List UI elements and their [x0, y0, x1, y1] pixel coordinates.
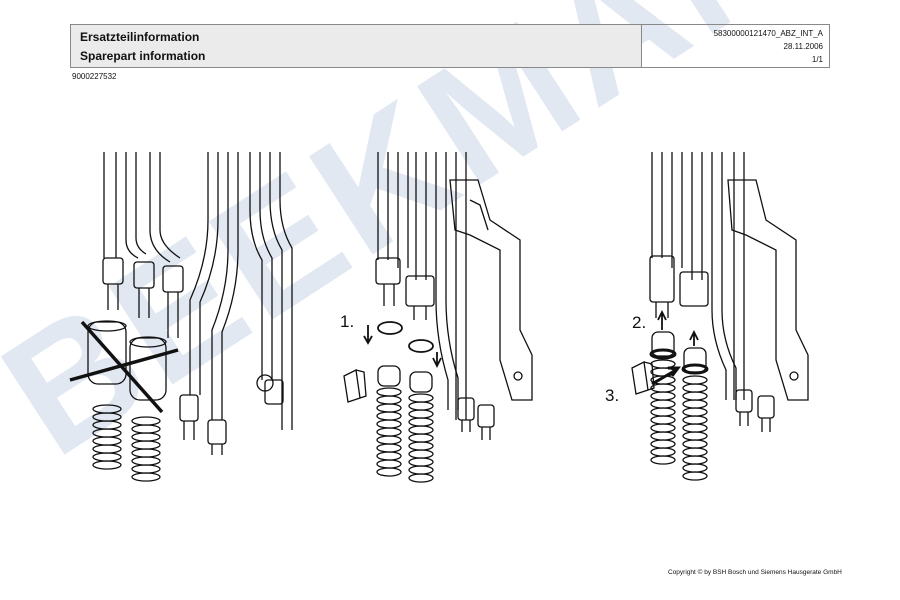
- step-1-label: 1.: [340, 312, 355, 331]
- coiled-tube-right: [682, 375, 708, 481]
- header-box: Ersatzteilinformation Sparepart informat…: [70, 24, 830, 68]
- title-german: Ersatzteilinformation: [80, 30, 200, 44]
- step-2-label: 2.: [632, 313, 647, 332]
- page-number: 1/1: [811, 55, 823, 64]
- document-date: 28.11.2006: [783, 42, 823, 51]
- header-meta-cell: 58300000121470_ABZ_INT_A 28.11.2006 1/1: [642, 25, 829, 67]
- panel-1-old-connectors: [69, 152, 293, 482]
- copyright-notice: Copyright © by BSH Bosch und Siemens Hau…: [668, 569, 842, 576]
- coiled-tube-right: [408, 393, 434, 483]
- coiled-tube-left: [650, 359, 676, 465]
- coiled-tube-left: [376, 387, 402, 477]
- part-number: 9000227532: [72, 72, 117, 81]
- title-english: Sparepart information: [80, 49, 206, 63]
- header-title-cell: Ersatzteilinformation Sparepart informat…: [71, 25, 642, 67]
- document-id: 58300000121470_ABZ_INT_A: [713, 29, 823, 38]
- panel-2-fit-rings: [343, 152, 533, 483]
- panel-3-assembled: [631, 152, 809, 481]
- step-3-label: 3.: [605, 386, 620, 405]
- coiled-tube-left: [92, 404, 122, 470]
- coiled-tube-right: [131, 416, 161, 482]
